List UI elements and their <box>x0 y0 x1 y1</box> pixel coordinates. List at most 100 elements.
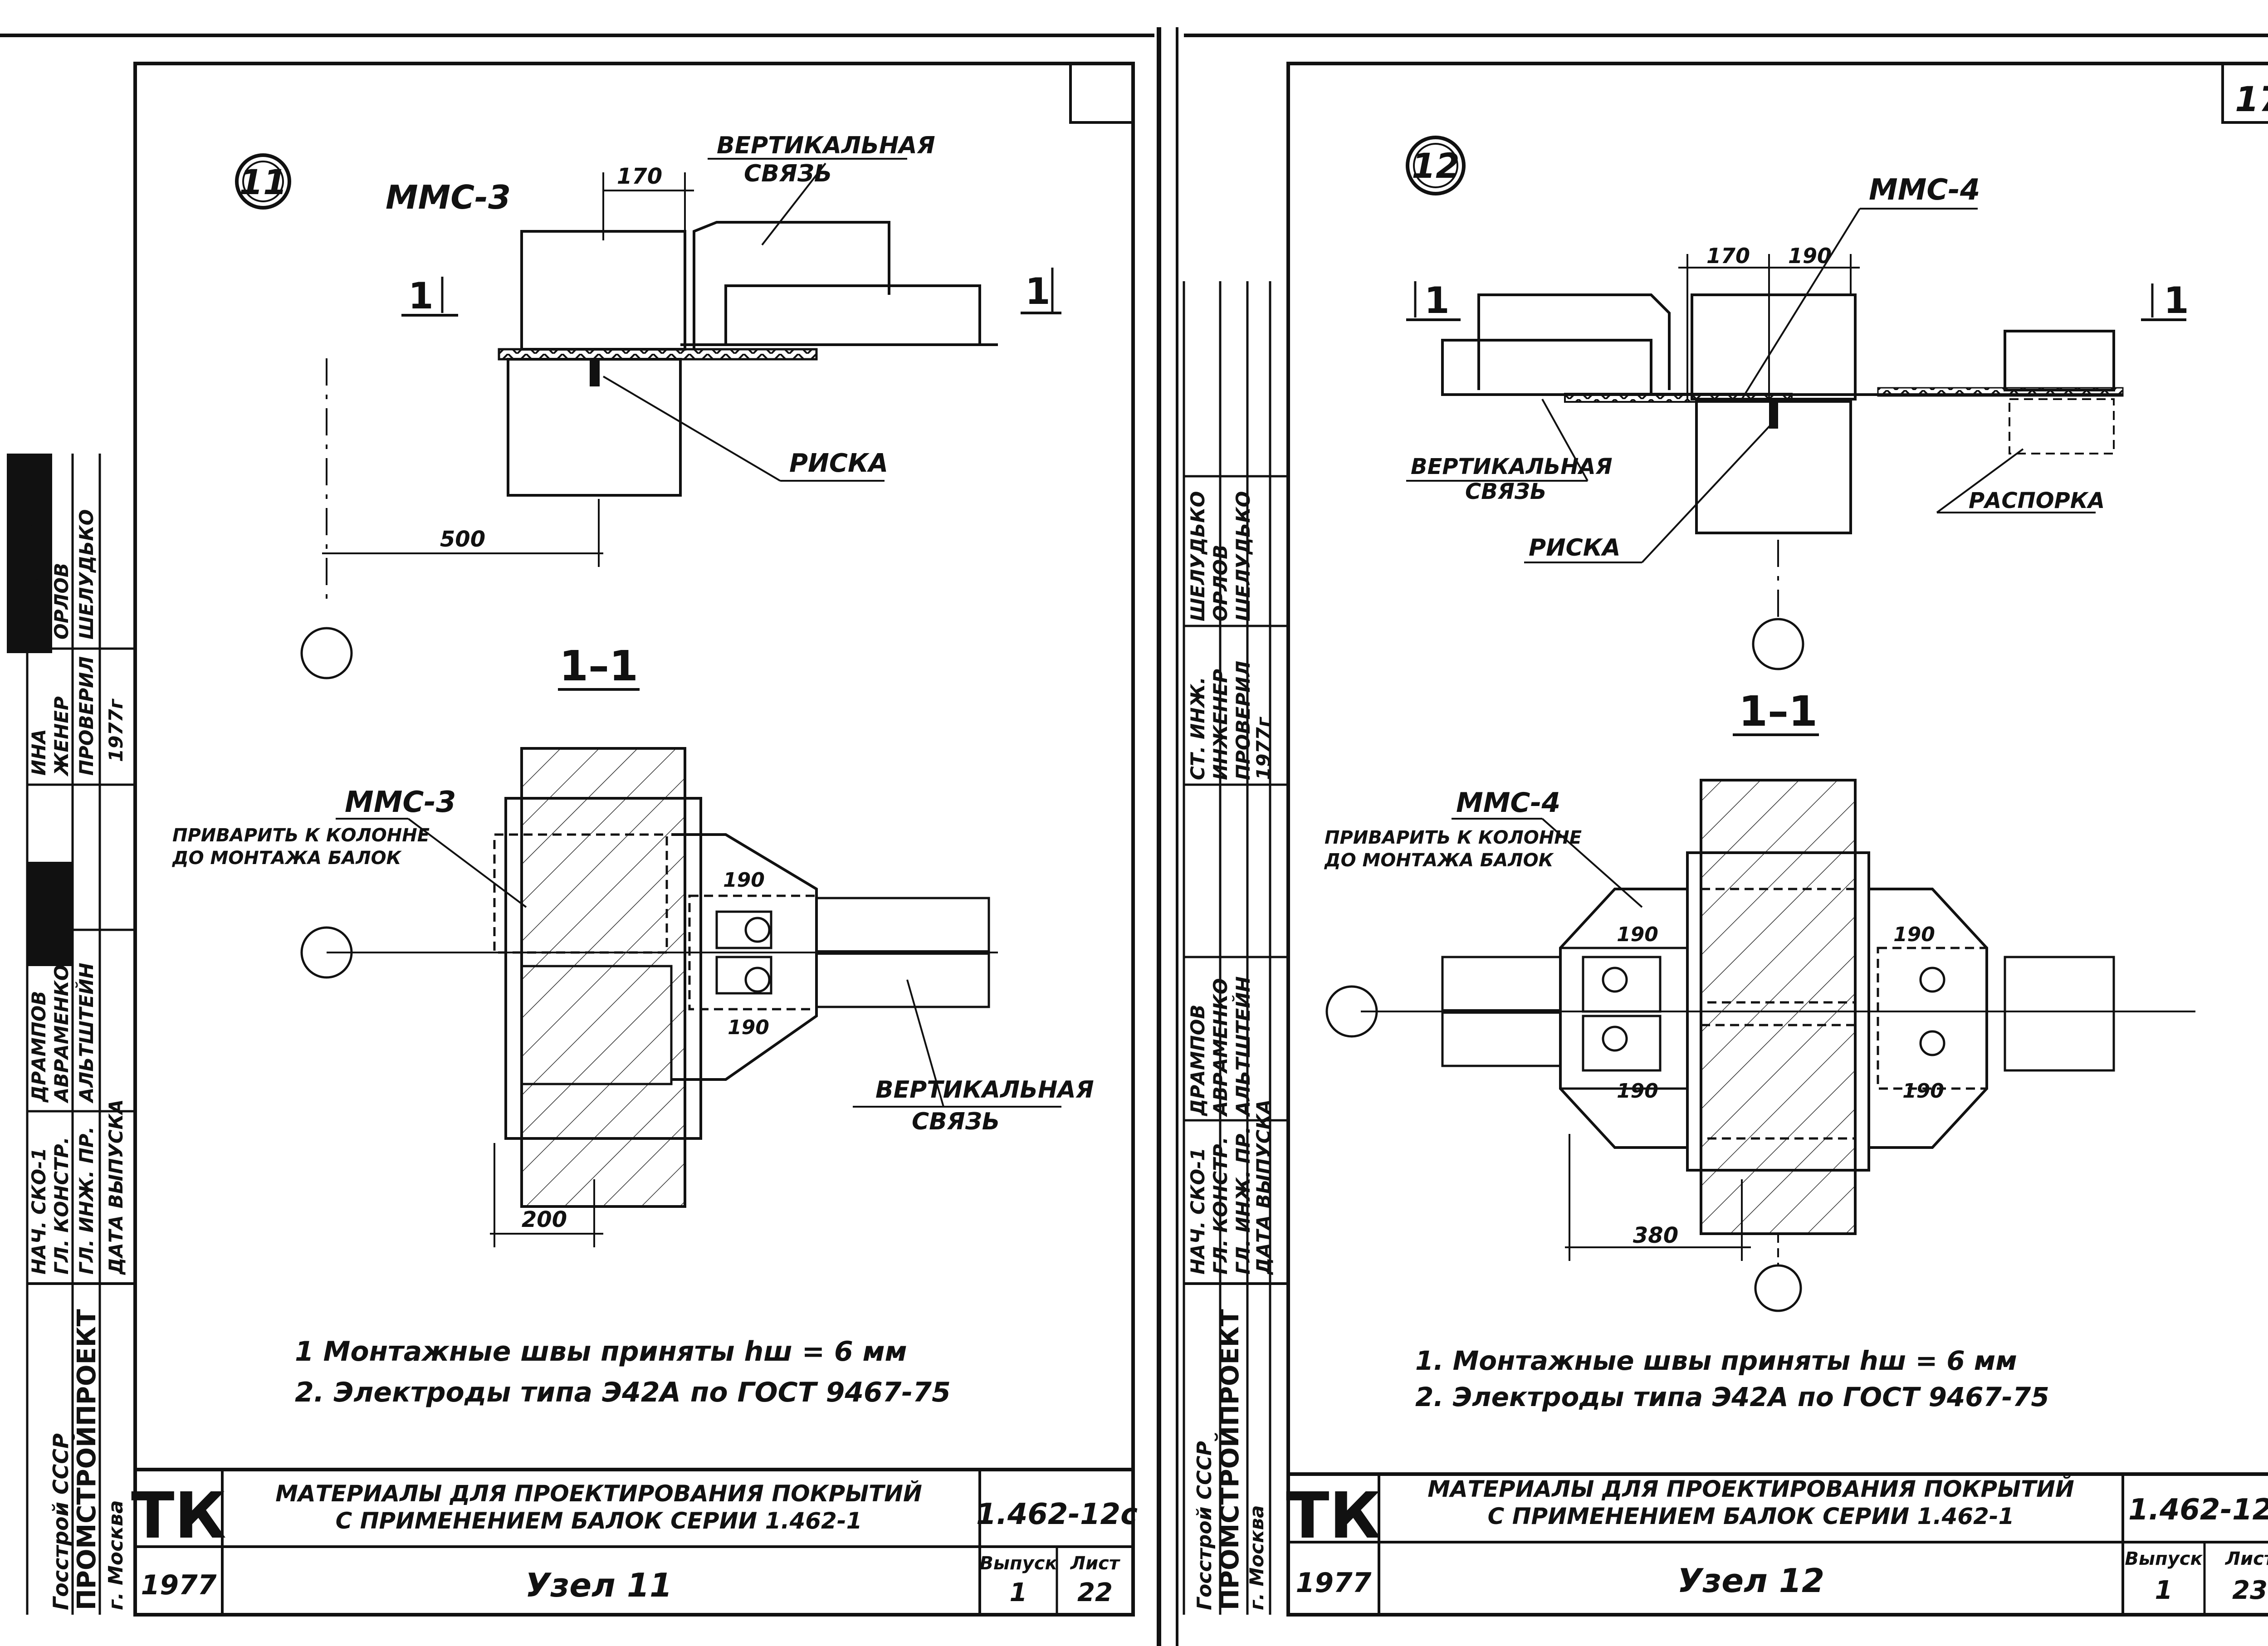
sheet-number: 23 <box>2232 1576 2268 1605</box>
section-title: 1–1 <box>1739 687 1818 736</box>
node-number: 12 <box>1412 146 1460 186</box>
element-label-top: ММС-4 <box>1869 173 1980 207</box>
svg-text:СВЯЗЬ: СВЯЗЬ <box>744 160 832 187</box>
note-1: 1. Монтажные швы приняты hш = 6 мм <box>1415 1345 2017 1376</box>
element-label-section: ММС-3 <box>345 786 456 819</box>
svg-text:ШЕЛУДЬКО: ШЕЛУДЬКО <box>75 509 98 640</box>
svg-text:ДО МОНТАЖА БАЛОК: ДО МОНТАЖА БАЛОК <box>171 848 402 869</box>
org-city: г. Москва <box>1246 1505 1268 1611</box>
issue-date: 1977г <box>105 698 127 762</box>
side-stamp: Госстрой СССР ПРОМСТРОЙПРОЕКТ г. Москва … <box>1183 281 1288 1615</box>
org-name-2: ПРОМСТРОЙПРОЕКТ <box>72 1309 102 1610</box>
sheet-label: Лист <box>2225 1548 2268 1569</box>
sheet-right: 17 12 ММС-4 170 190 1 1 ВЕРТИКАЛЬНАЯ <box>1183 62 2268 1617</box>
svg-text:ШЕЛУДЬКО: ШЕЛУДЬКО <box>1232 491 1254 621</box>
svg-text:ЖЕНЕР: ЖЕНЕР <box>50 696 73 777</box>
dimension-190-b: 190 <box>728 1016 769 1039</box>
dimension-170: 170 <box>617 164 662 189</box>
year: 1977 <box>141 1569 217 1601</box>
document-code: 1.462-12с <box>2128 1493 2268 1527</box>
svg-text:ПРОВЕРИЛ: ПРОВЕРИЛ <box>75 656 98 776</box>
svg-text:ШЕЛУДЬКО: ШЕЛУДЬКО <box>28 509 50 640</box>
name-1: ДРАМПОВ <box>28 991 50 1103</box>
svg-text:СТ. ИНЖ.: СТ. ИНЖ. <box>1187 677 1209 780</box>
cut-mark-left: 1 <box>408 275 434 317</box>
vertical-link-label-top: ВЕРТИКАЛЬНАЯ <box>1411 454 1613 479</box>
svg-text:ДО МОНТАЖА БАЛОК: ДО МОНТАЖА БАЛОК <box>1324 850 1554 871</box>
sheet-number: 22 <box>1077 1578 1113 1607</box>
sheet-name: Узел 12 <box>1677 1562 1824 1600</box>
issue-date: 1977г <box>1252 716 1275 780</box>
element-label-section: ММС-4 <box>1456 787 1560 819</box>
series-mark: ТК <box>1286 1479 1381 1553</box>
role-3: ГЛ. ИНЖ. ПР. <box>1232 1127 1254 1275</box>
dimension-200: 200 <box>522 1207 567 1232</box>
sheet-left: 11 ММС-3 ВЕРТИКАЛЬНАЯ СВЯЗЬ 170 1 1 Р <box>7 62 1138 1617</box>
issue-label: Выпуск <box>979 1553 1057 1574</box>
cut-mark-right: 1 <box>2164 279 2189 322</box>
svg-text:ПРОВЕРИЛ: ПРОВЕРИЛ <box>1232 661 1254 780</box>
weld-note: ПРИВАРИТЬ К КОЛОННЕ <box>1325 827 1582 848</box>
name-1: ДРАМПОВ <box>1187 1005 1209 1117</box>
description-line-1: МАТЕРИАЛЫ ДЛЯ ПРОЕКТИРОВАНИЯ ПОКРЫТИЙ <box>275 1480 922 1507</box>
dimension-170: 170 <box>1706 244 1750 268</box>
svg-text:ИНЖЕНЕР: ИНЖЕНЕР <box>1209 669 1232 780</box>
name-3: АЛЬТШТЕЙН <box>1232 976 1254 1117</box>
dimension-380: 380 <box>1633 1223 1678 1248</box>
org-name-1: Госстрой СССР <box>1193 1441 1216 1610</box>
dimension-190-c: 190 <box>1617 1079 1658 1103</box>
role-4: ДАТА ВЫПУСКА <box>105 1099 127 1275</box>
vertical-link-label-top: ВЕРТИКАЛЬНАЯ <box>717 132 935 159</box>
dimension-190: 190 <box>1788 244 1832 268</box>
sheet-frame <box>133 62 1135 1617</box>
section-title: 1–1 <box>559 642 638 690</box>
svg-text:ОРЛОВ: ОРЛОВ <box>50 563 73 640</box>
riska-label-top: РИСКА <box>1529 534 1621 562</box>
svg-text:СВЯЗЬ: СВЯЗЬ <box>1465 479 1546 504</box>
page-corner-box <box>1069 62 1134 124</box>
weld-note: ПРИВАРИТЬ К КОЛОННЕ <box>172 825 430 846</box>
node-marker <box>1406 136 1466 195</box>
role-1: НАЧ. СКО-1 <box>28 1148 50 1275</box>
description-line-1: МАТЕРИАЛЫ ДЛЯ ПРОЕКТИРОВАНИЯ ПОКРЫТИЙ <box>1427 1475 2074 1502</box>
name-2: АВРАМЕНКО <box>50 965 73 1104</box>
role-2: ГЛ. КОНСТР. <box>1209 1137 1232 1275</box>
element-label-top: ММС-3 <box>386 178 511 216</box>
name-3: АЛЬТШТЕЙН <box>75 962 98 1104</box>
strut-label: РАСПОРКА <box>1969 488 2105 513</box>
issue-label: Выпуск <box>2125 1548 2203 1569</box>
dimension-500: 500 <box>440 527 485 552</box>
sheet-label: Лист <box>1070 1553 1121 1574</box>
note-1: 1 Монтажные швы приняты hш = 6 мм <box>295 1336 907 1368</box>
dimension-190-a: 190 <box>1617 923 1658 946</box>
role-3: ГЛ. ИНЖ. ПР. <box>75 1127 98 1275</box>
role-4: ДАТА ВЫПУСКА <box>1252 1099 1275 1275</box>
svg-text:ШЕЛУДЬКО: ШЕЛУДЬКО <box>1187 491 1209 621</box>
note-2: 2. Электроды типа Э42А по ГОСТ 9467-75 <box>1415 1382 2049 1412</box>
description-line-2: С ПРИМЕНЕНИЕМ БАЛОК СЕРИИ 1.462-1 <box>336 1508 862 1534</box>
cut-mark-right: 1 <box>1025 270 1051 313</box>
org-city: г. Москва <box>104 1500 127 1610</box>
org-name-1: Госстрой СССР <box>49 1433 73 1610</box>
role-1: НАЧ. СКО-1 <box>1187 1148 1209 1275</box>
document-code: 1.462-12с <box>976 1498 1138 1531</box>
dimension-190-d: 190 <box>1902 1079 1944 1103</box>
dimension-190-b: 190 <box>1893 923 1935 946</box>
side-stamp: Госстрой СССР ПРОМСТРОЙПРОЕКТ г. Москва … <box>7 454 135 1615</box>
node-marker <box>235 153 291 210</box>
node-number: 11 <box>239 162 287 202</box>
sheet-frame <box>1286 62 2268 1617</box>
title-block: ТК 1977 МАТЕРИАЛЫ ДЛЯ ПРОЕКТИРОВАНИЯ ПОК… <box>131 1468 1138 1615</box>
note-2: 2. Электроды типа Э42А по ГОСТ 9467-75 <box>295 1377 951 1408</box>
title-block: ТК 1977 МАТЕРИАЛЫ ДЛЯ ПРОЕКТИРОВАНИЯ ПОК… <box>1286 1472 2268 1615</box>
svg-text:СВЯЗЬ: СВЯЗЬ <box>912 1108 1000 1135</box>
description-line-2: С ПРИМЕНЕНИЕМ БАЛОК СЕРИИ 1.462-1 <box>1488 1503 2014 1529</box>
series-mark: ТК <box>131 1479 226 1553</box>
role-2: ГЛ. КОНСТР. <box>50 1137 73 1275</box>
year: 1977 <box>1296 1567 1372 1599</box>
issue-value: 1 <box>1010 1578 1027 1607</box>
cut-mark-left: 1 <box>1424 279 1450 322</box>
sheet-name: Узел 11 <box>525 1566 672 1604</box>
svg-text:ОРЛОВ: ОРЛОВ <box>1209 545 1232 621</box>
